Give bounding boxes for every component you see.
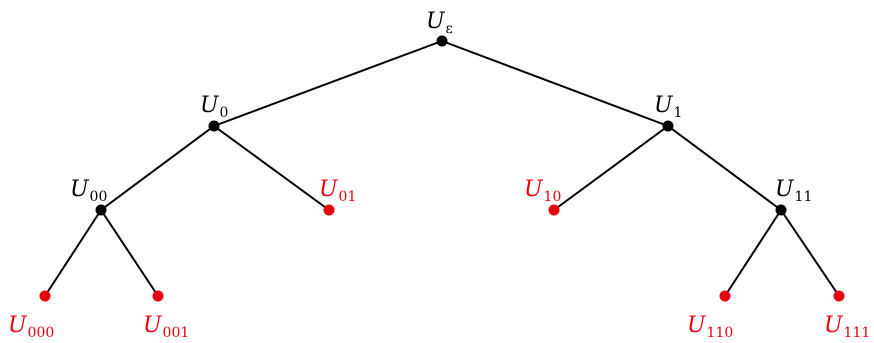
node-label-subscript: 001 (163, 325, 190, 341)
node-label-base: U (200, 93, 220, 118)
node-label-subscript: ε (446, 21, 453, 37)
node-111-label: U111 (824, 313, 870, 341)
node-label-base: U (775, 177, 795, 202)
node-110-dot (719, 290, 731, 302)
edge-eps-0 (213, 40, 443, 127)
node-10-dot (548, 204, 560, 216)
edge-eps-1 (441, 40, 669, 127)
node-label-subscript: 00 (90, 189, 108, 205)
node-110-label: U110 (687, 313, 733, 341)
node-label-subscript: 01 (339, 189, 357, 205)
node-label-subscript: 111 (844, 325, 871, 341)
node-label-base: U (143, 313, 163, 338)
node-label-base: U (687, 313, 707, 338)
node-eps-label: Uε (426, 9, 453, 37)
node-label-subscript: 1 (674, 105, 683, 121)
node-label-subscript: 10 (544, 189, 562, 205)
node-label-base: U (654, 93, 674, 118)
node-label-base: U (319, 177, 339, 202)
node-label-subscript: 110 (707, 325, 734, 341)
node-01-dot (323, 204, 335, 216)
node-11-label: U11 (775, 177, 812, 205)
node-111-dot (833, 290, 845, 302)
edge-0-00 (100, 125, 215, 211)
node-01-label: U01 (319, 177, 356, 205)
node-eps-dot (436, 35, 448, 47)
node-label-subscript: 0 (220, 105, 229, 121)
node-label-base: U (426, 9, 446, 34)
node-00-label: U00 (70, 177, 107, 205)
edge-1-10 (553, 125, 669, 211)
node-000-label: U000 (8, 313, 54, 341)
edge-0-01 (213, 125, 330, 211)
node-0-dot (208, 120, 220, 132)
node-label-subscript: 11 (795, 189, 813, 205)
edge-11-110 (724, 209, 782, 297)
edge-00-001 (100, 209, 159, 297)
node-00-dot (95, 204, 107, 216)
node-001-dot (152, 290, 164, 302)
node-label-base: U (524, 177, 544, 202)
edge-1-11 (667, 125, 782, 211)
node-label-subscript: 000 (28, 325, 55, 341)
edges-group (44, 40, 840, 297)
node-1-dot (662, 120, 674, 132)
node-1-label: U1 (654, 93, 682, 121)
edge-00-000 (44, 209, 102, 297)
node-001-label: U001 (143, 313, 189, 341)
node-label-base: U (824, 313, 844, 338)
node-000-dot (39, 290, 51, 302)
edge-11-111 (780, 209, 840, 297)
node-10-label: U10 (524, 177, 561, 205)
node-label-base: U (70, 177, 90, 202)
node-0-label: U0 (200, 93, 228, 121)
node-11-dot (775, 204, 787, 216)
node-label-base: U (8, 313, 28, 338)
